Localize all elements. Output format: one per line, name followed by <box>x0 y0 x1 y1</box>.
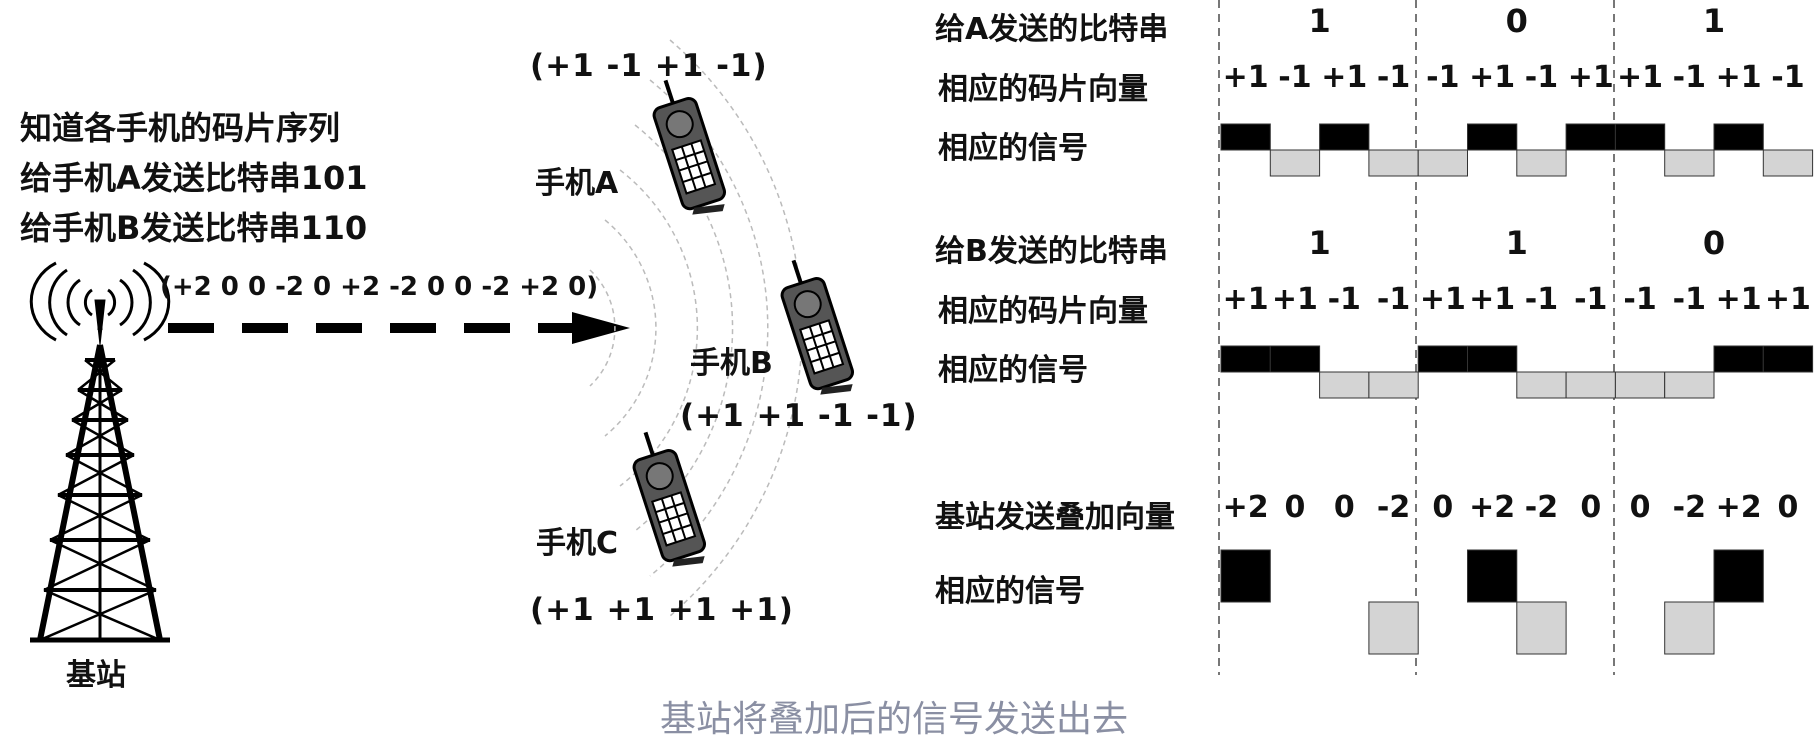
bit-value-b: 0 <box>1674 224 1754 262</box>
chip-value-b: +1 <box>1221 282 1270 317</box>
panel-b-chips-label: 相应的码片向量 <box>938 286 1148 330</box>
signal-chip-bar <box>1615 124 1664 150</box>
diagram-canvas <box>0 0 1817 713</box>
chip-value-a: +1 <box>1468 60 1517 95</box>
signal-chip-bar <box>1517 602 1566 654</box>
signal-chip-bar <box>1763 150 1812 176</box>
chip-value-b: -1 <box>1566 282 1615 317</box>
chip-value-b: -1 <box>1665 282 1714 317</box>
phone-c-code: (+1 +1 +1 +1) <box>530 592 794 628</box>
signal-chip-bar <box>1369 372 1418 398</box>
chip-value-a: -1 <box>1418 60 1467 95</box>
signal-chip-bar <box>1714 124 1763 150</box>
chip-value-a: -1 <box>1763 60 1812 95</box>
signal-chip-bar <box>1615 372 1664 398</box>
phone-b-code: (+1 +1 -1 -1) <box>680 398 918 434</box>
signal-chip-bar <box>1320 372 1369 398</box>
signal-chip-bar <box>1665 602 1714 654</box>
chip-value-a: -1 <box>1369 60 1418 95</box>
chip-value-a: +1 <box>1714 60 1763 95</box>
sum-value: +2 <box>1221 490 1270 525</box>
signal-chip-bar <box>1270 150 1319 176</box>
chip-value-b: +1 <box>1714 282 1763 317</box>
chip-value-b: +1 <box>1468 282 1517 317</box>
signal-b <box>1221 346 1813 398</box>
panel-a-chips-label: 相应的码片向量 <box>938 64 1148 108</box>
signal-chip-bar <box>1566 372 1615 398</box>
chip-value-b: -1 <box>1320 282 1369 317</box>
panel-b-signal-label: 相应的信号 <box>938 345 1088 389</box>
phone-c-icon <box>625 426 711 575</box>
panel-a-bits-label: 给A发送的比特串 <box>935 4 1168 48</box>
signal-chip-bar <box>1763 346 1812 372</box>
phone-b-icon <box>773 254 859 403</box>
signal-chip-bar <box>1714 346 1763 372</box>
phone-a-code: (+1 -1 +1 -1) <box>530 48 768 84</box>
signal-chip-bar <box>1221 124 1270 150</box>
chip-value-b: -1 <box>1369 282 1418 317</box>
chip-value-a: -1 <box>1517 60 1566 95</box>
bit-value-a: 1 <box>1280 2 1360 40</box>
panel-a-signal-label: 相应的信号 <box>938 123 1088 167</box>
chip-value-b: +1 <box>1763 282 1812 317</box>
signal-chip-bar <box>1566 124 1615 150</box>
sum-value: -2 <box>1665 490 1714 525</box>
chip-value-a: +1 <box>1616 60 1665 95</box>
sum-value: 0 <box>1270 490 1319 525</box>
chip-value-a: -1 <box>1270 60 1319 95</box>
panel-sum-signal-label: 相应的信号 <box>935 566 1085 610</box>
signal-chip-bar <box>1517 372 1566 398</box>
chip-value-b: -1 <box>1616 282 1665 317</box>
station-label: 基站 <box>66 650 126 694</box>
signal-chip-bar <box>1270 346 1319 372</box>
bit-dividers <box>1219 0 1614 675</box>
sum-value: 0 <box>1320 490 1369 525</box>
signal-chip-bar <box>1369 150 1418 176</box>
panel-sum-label: 基站发送叠加向量 <box>935 492 1175 536</box>
chip-value-b: +1 <box>1418 282 1467 317</box>
caption: 基站将叠加后的信号发送出去 <box>660 690 1128 742</box>
station-sum-sequence: (+2 0 0 -2 0 +2 -2 0 0 -2 +2 0) <box>160 272 598 302</box>
signal-chip-bar <box>1320 124 1369 150</box>
signal-sum <box>1221 550 1763 654</box>
signal-chip-bar <box>1221 346 1270 372</box>
chip-value-b: -1 <box>1517 282 1566 317</box>
chip-value-a: +1 <box>1221 60 1270 95</box>
sum-value: 0 <box>1616 490 1665 525</box>
phone-b-name: 手机B <box>690 338 773 382</box>
signal-chip-bar <box>1369 602 1418 654</box>
chip-value-a: -1 <box>1665 60 1714 95</box>
chip-value-a: +1 <box>1320 60 1369 95</box>
sum-value: +2 <box>1714 490 1763 525</box>
sum-value: 0 <box>1566 490 1615 525</box>
signal-chip-bar <box>1418 346 1467 372</box>
signal-chip-bar <box>1468 550 1517 602</box>
signal-chip-bar <box>1665 372 1714 398</box>
transmission-arrow <box>168 312 630 344</box>
sum-value: 0 <box>1763 490 1812 525</box>
signal-chip-bar <box>1714 550 1763 602</box>
sum-value: 0 <box>1418 490 1467 525</box>
phone-c-name: 手机C <box>536 518 618 562</box>
phone-a-icon <box>645 74 731 223</box>
sum-value: -2 <box>1369 490 1418 525</box>
signal-chip-bar <box>1468 346 1517 372</box>
phone-a-name: 手机A <box>535 158 618 202</box>
signal-chip-bar <box>1468 124 1517 150</box>
signal-chip-bar <box>1517 150 1566 176</box>
bit-value-a: 1 <box>1674 2 1754 40</box>
signal-chip-bar <box>1221 550 1270 602</box>
sum-value: +2 <box>1468 490 1517 525</box>
bit-value-a: 0 <box>1477 2 1557 40</box>
sum-value: -2 <box>1517 490 1566 525</box>
bit-value-b: 1 <box>1477 224 1557 262</box>
chip-value-b: +1 <box>1270 282 1319 317</box>
signal-chip-bar <box>1665 150 1714 176</box>
tower-icon <box>30 300 170 640</box>
chip-value-a: +1 <box>1566 60 1615 95</box>
signal-chip-bar <box>1418 150 1467 176</box>
panel-b-bits-label: 给B发送的比特串 <box>935 226 1168 270</box>
signal-a <box>1221 124 1813 176</box>
bit-value-b: 1 <box>1280 224 1360 262</box>
